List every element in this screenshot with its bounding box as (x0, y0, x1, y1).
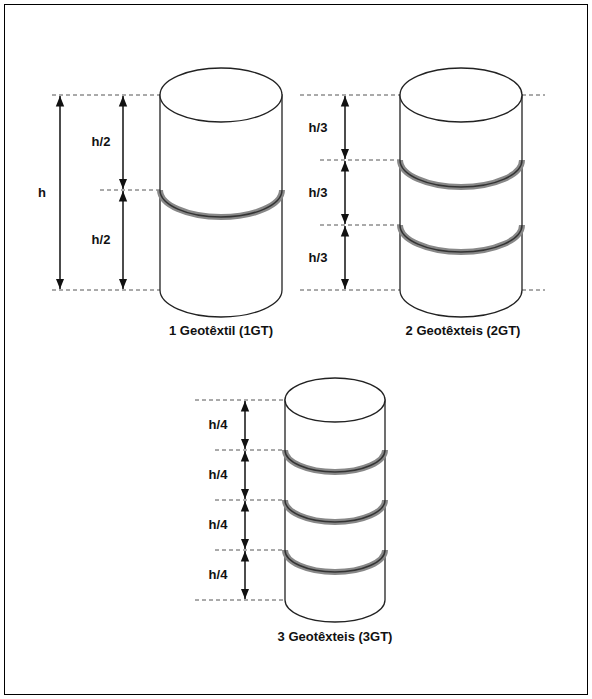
dimension-label: h/4 (208, 518, 229, 532)
cylinder-1gt (160, 68, 282, 317)
frame (5, 5, 588, 695)
cylinder-caption: 3 Geotêxteis (3GT) (277, 630, 394, 644)
dimension-label: h/4 (208, 418, 229, 432)
dimension-label: h/4 (208, 468, 229, 482)
dimension-label: h/3 (308, 251, 329, 265)
cylinder-3gt (285, 378, 385, 622)
dimension-label: h/4 (208, 568, 229, 582)
cylinder-caption: 2 Geotêxteis (2GT) (405, 324, 522, 338)
dimension-label: h/3 (308, 186, 329, 200)
cylinder-2gt (400, 68, 522, 317)
dimension-label: h/2 (91, 135, 112, 149)
dimension-label: h (37, 186, 47, 200)
cylinder-caption: 1 Geotêxtil (1GT) (168, 324, 274, 338)
dimension-label: h/3 (308, 121, 329, 135)
dimension-label: h/2 (91, 233, 112, 247)
